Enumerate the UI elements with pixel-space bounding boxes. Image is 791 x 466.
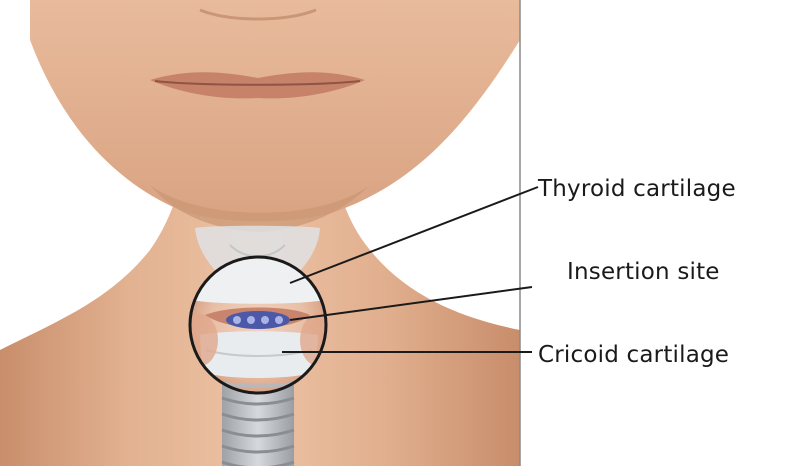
trachea-shape (222, 385, 294, 466)
label-thyroid-cartilage: Thyroid cartilage (538, 178, 736, 201)
label-insertion-site: Insertion site (567, 261, 720, 284)
insertion-site-marker (226, 311, 290, 329)
label-cricoid-cartilage: Cricoid cartilage (538, 344, 729, 367)
